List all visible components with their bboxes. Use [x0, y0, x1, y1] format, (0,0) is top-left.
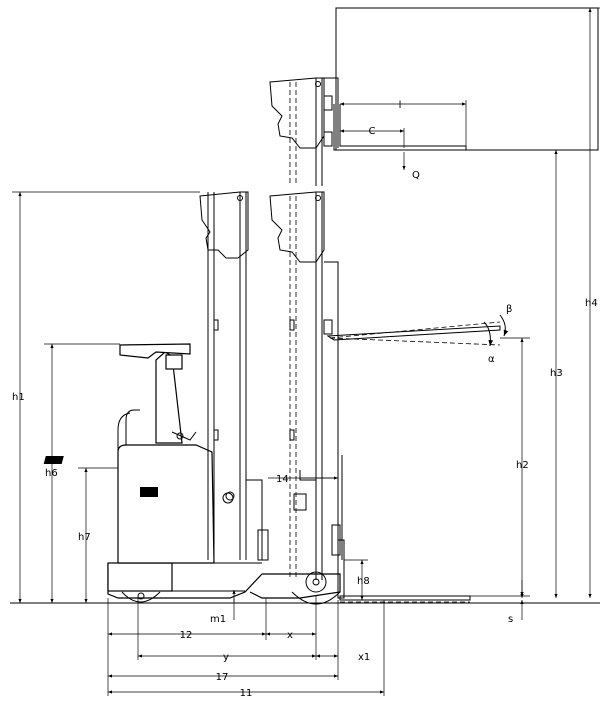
label-beta: β [506, 304, 512, 315]
dimension-labels: l C Q β α h4 h3 h2 s h1 h6 h7 h8 14 m1 1… [12, 100, 598, 699]
label-alpha: α [488, 354, 495, 365]
label-m1: m1 [210, 614, 226, 625]
label-x: x [287, 630, 293, 641]
label-h7: h7 [78, 532, 91, 543]
dimension-lines [12, 7, 600, 696]
label-12: 12 [180, 630, 193, 641]
label-c: C [369, 126, 376, 137]
label-l: l [399, 100, 402, 111]
retracted-mast [199, 191, 269, 561]
label-q: Q [412, 170, 420, 181]
label-14: 14 [276, 474, 289, 485]
label-h1: h1 [12, 392, 25, 403]
label-17: 17 [216, 672, 229, 683]
label-x1: x1 [358, 652, 370, 663]
label-h4: h4 [585, 298, 598, 309]
tilting-forks [326, 314, 509, 347]
label-11: 11 [240, 688, 253, 699]
label-h8: h8 [357, 576, 370, 587]
truck-body [43, 343, 341, 605]
extended-mast-upper [269, 77, 339, 186]
ground-forks [337, 539, 471, 603]
extended-mast-lower [269, 191, 343, 580]
label-s: s [508, 614, 513, 625]
label-h2: h2 [516, 460, 529, 471]
label-h3: h3 [550, 368, 563, 379]
label-y: y [223, 652, 229, 663]
label-h6: h6 [45, 468, 58, 479]
